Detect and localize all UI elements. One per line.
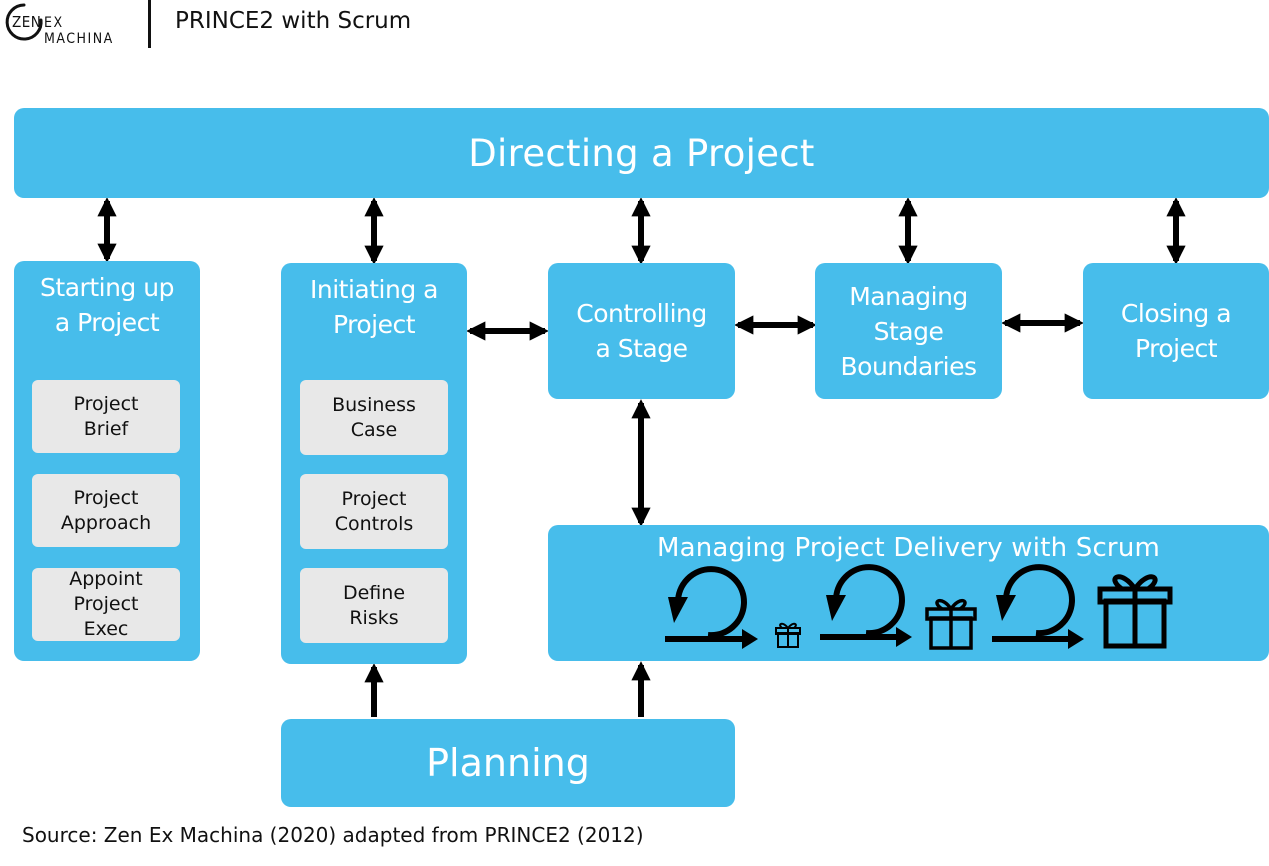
gift-icon (775, 622, 801, 648)
starting-up-label: Starting up a Project (40, 273, 174, 337)
sprint-cycle-icon (665, 566, 758, 649)
directing-a-project-box: Directing a Project (14, 108, 1269, 198)
scrum-icons (665, 564, 1173, 650)
initiating-box: Initiating a Project Business Case Proje… (281, 263, 467, 664)
project-approach-item: Project Approach (32, 474, 180, 547)
logo-zen-text: ZEN (12, 13, 42, 31)
define-risks-item: Define Risks (300, 568, 448, 643)
sprint-cycle-icon (992, 564, 1084, 649)
source-caption: Source: Zen Ex Machina (2020) adapted fr… (22, 823, 644, 847)
project-brief-item: Project Brief (32, 380, 180, 453)
logo: ZEN EX MACHINA (4, 2, 128, 47)
managing-stage-boundaries-label: Managing Stage Boundaries (840, 281, 977, 381)
logo-ring-icon (5, 3, 43, 41)
delivery-with-scrum-label: Managing Project Delivery with Scrum (656, 533, 1161, 563)
closing-a-project-label: Closing a Project (1120, 299, 1232, 363)
business-case-item: Business Case (300, 380, 448, 455)
planning-box: Planning (281, 719, 735, 807)
starting-up-box: Starting up a Project Project Brief Proj… (14, 261, 200, 661)
closing-a-project-box: Closing a Project (1083, 263, 1269, 399)
managing-stage-boundaries-box: Managing Stage Boundaries (815, 263, 1002, 399)
directing-a-project-label: Directing a Project (468, 131, 815, 175)
appoint-project-exec-item: Appoint Project Exec (32, 568, 180, 641)
delivery-with-scrum-box: Managing Project Delivery with Scrum (548, 525, 1269, 661)
logo-ex-machina-text: EX MACHINA (44, 15, 114, 47)
controlling-a-stage-box: Controlling a Stage (548, 263, 735, 399)
header-divider (148, 0, 151, 48)
gift-icon (925, 598, 977, 650)
project-controls-item: Project Controls (300, 474, 448, 549)
sprint-cycle-icon (820, 564, 912, 647)
planning-label: Planning (426, 741, 590, 785)
gift-icon (1097, 574, 1173, 649)
initiating-label: Initiating a Project (310, 275, 438, 339)
page-title: PRINCE2 with Scrum (175, 8, 412, 34)
controlling-a-stage-label: Controlling a Stage (576, 299, 707, 363)
